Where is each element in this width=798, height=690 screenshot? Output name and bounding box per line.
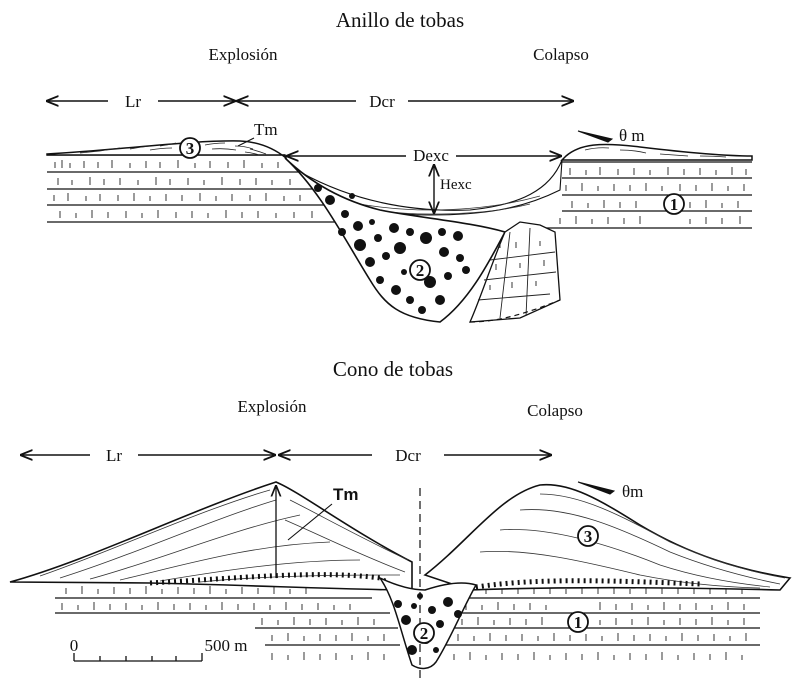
bottom-dcr-label: Dcr [395,446,421,465]
bottom-cone-right [425,485,790,590]
bottom-theta-label: θm [622,482,643,501]
top-marker-1-label: 1 [670,195,679,214]
top-dcr-label: Dcr [369,92,395,111]
top-tm-label: Tm [254,120,278,139]
bottom-tm-label: Tm [333,485,359,504]
top-theta-label: θ m [619,126,645,145]
top-bedrock-right [540,162,752,228]
top-theta-slope [578,131,612,142]
bottom-marker-3-label: 3 [584,527,593,546]
scale-end-label: 500 m [205,636,248,655]
top-collapse-label: Colapso [533,45,589,64]
top-hexc-label: Hexc [440,177,472,193]
bottom-marker-1-label: 1 [574,613,583,632]
scale-start-label: 0 [70,636,79,655]
top-lr-label: Lr [125,92,141,111]
top-title: Anillo de tobas [336,8,464,32]
bottom-theta-slope [578,482,614,494]
top-dexc-label: Dexc [413,146,449,165]
top-marker-2-label: 2 [416,261,425,280]
scale-bar [74,653,202,661]
bottom-collapse-label: Colapso [527,401,583,420]
bottom-explosion-label: Explosión [238,397,307,416]
bottom-marker-2-label: 2 [420,624,429,643]
bottom-lr-label: Lr [106,446,122,465]
top-explosion-label: Explosión [209,45,278,64]
top-tephra-ring-right [562,144,752,160]
bottom-title: Cono de tobas [333,357,453,381]
top-bedrock-left [47,155,338,222]
top-marker-3-label: 3 [186,139,195,158]
top-tephra-ring-left [47,141,286,158]
